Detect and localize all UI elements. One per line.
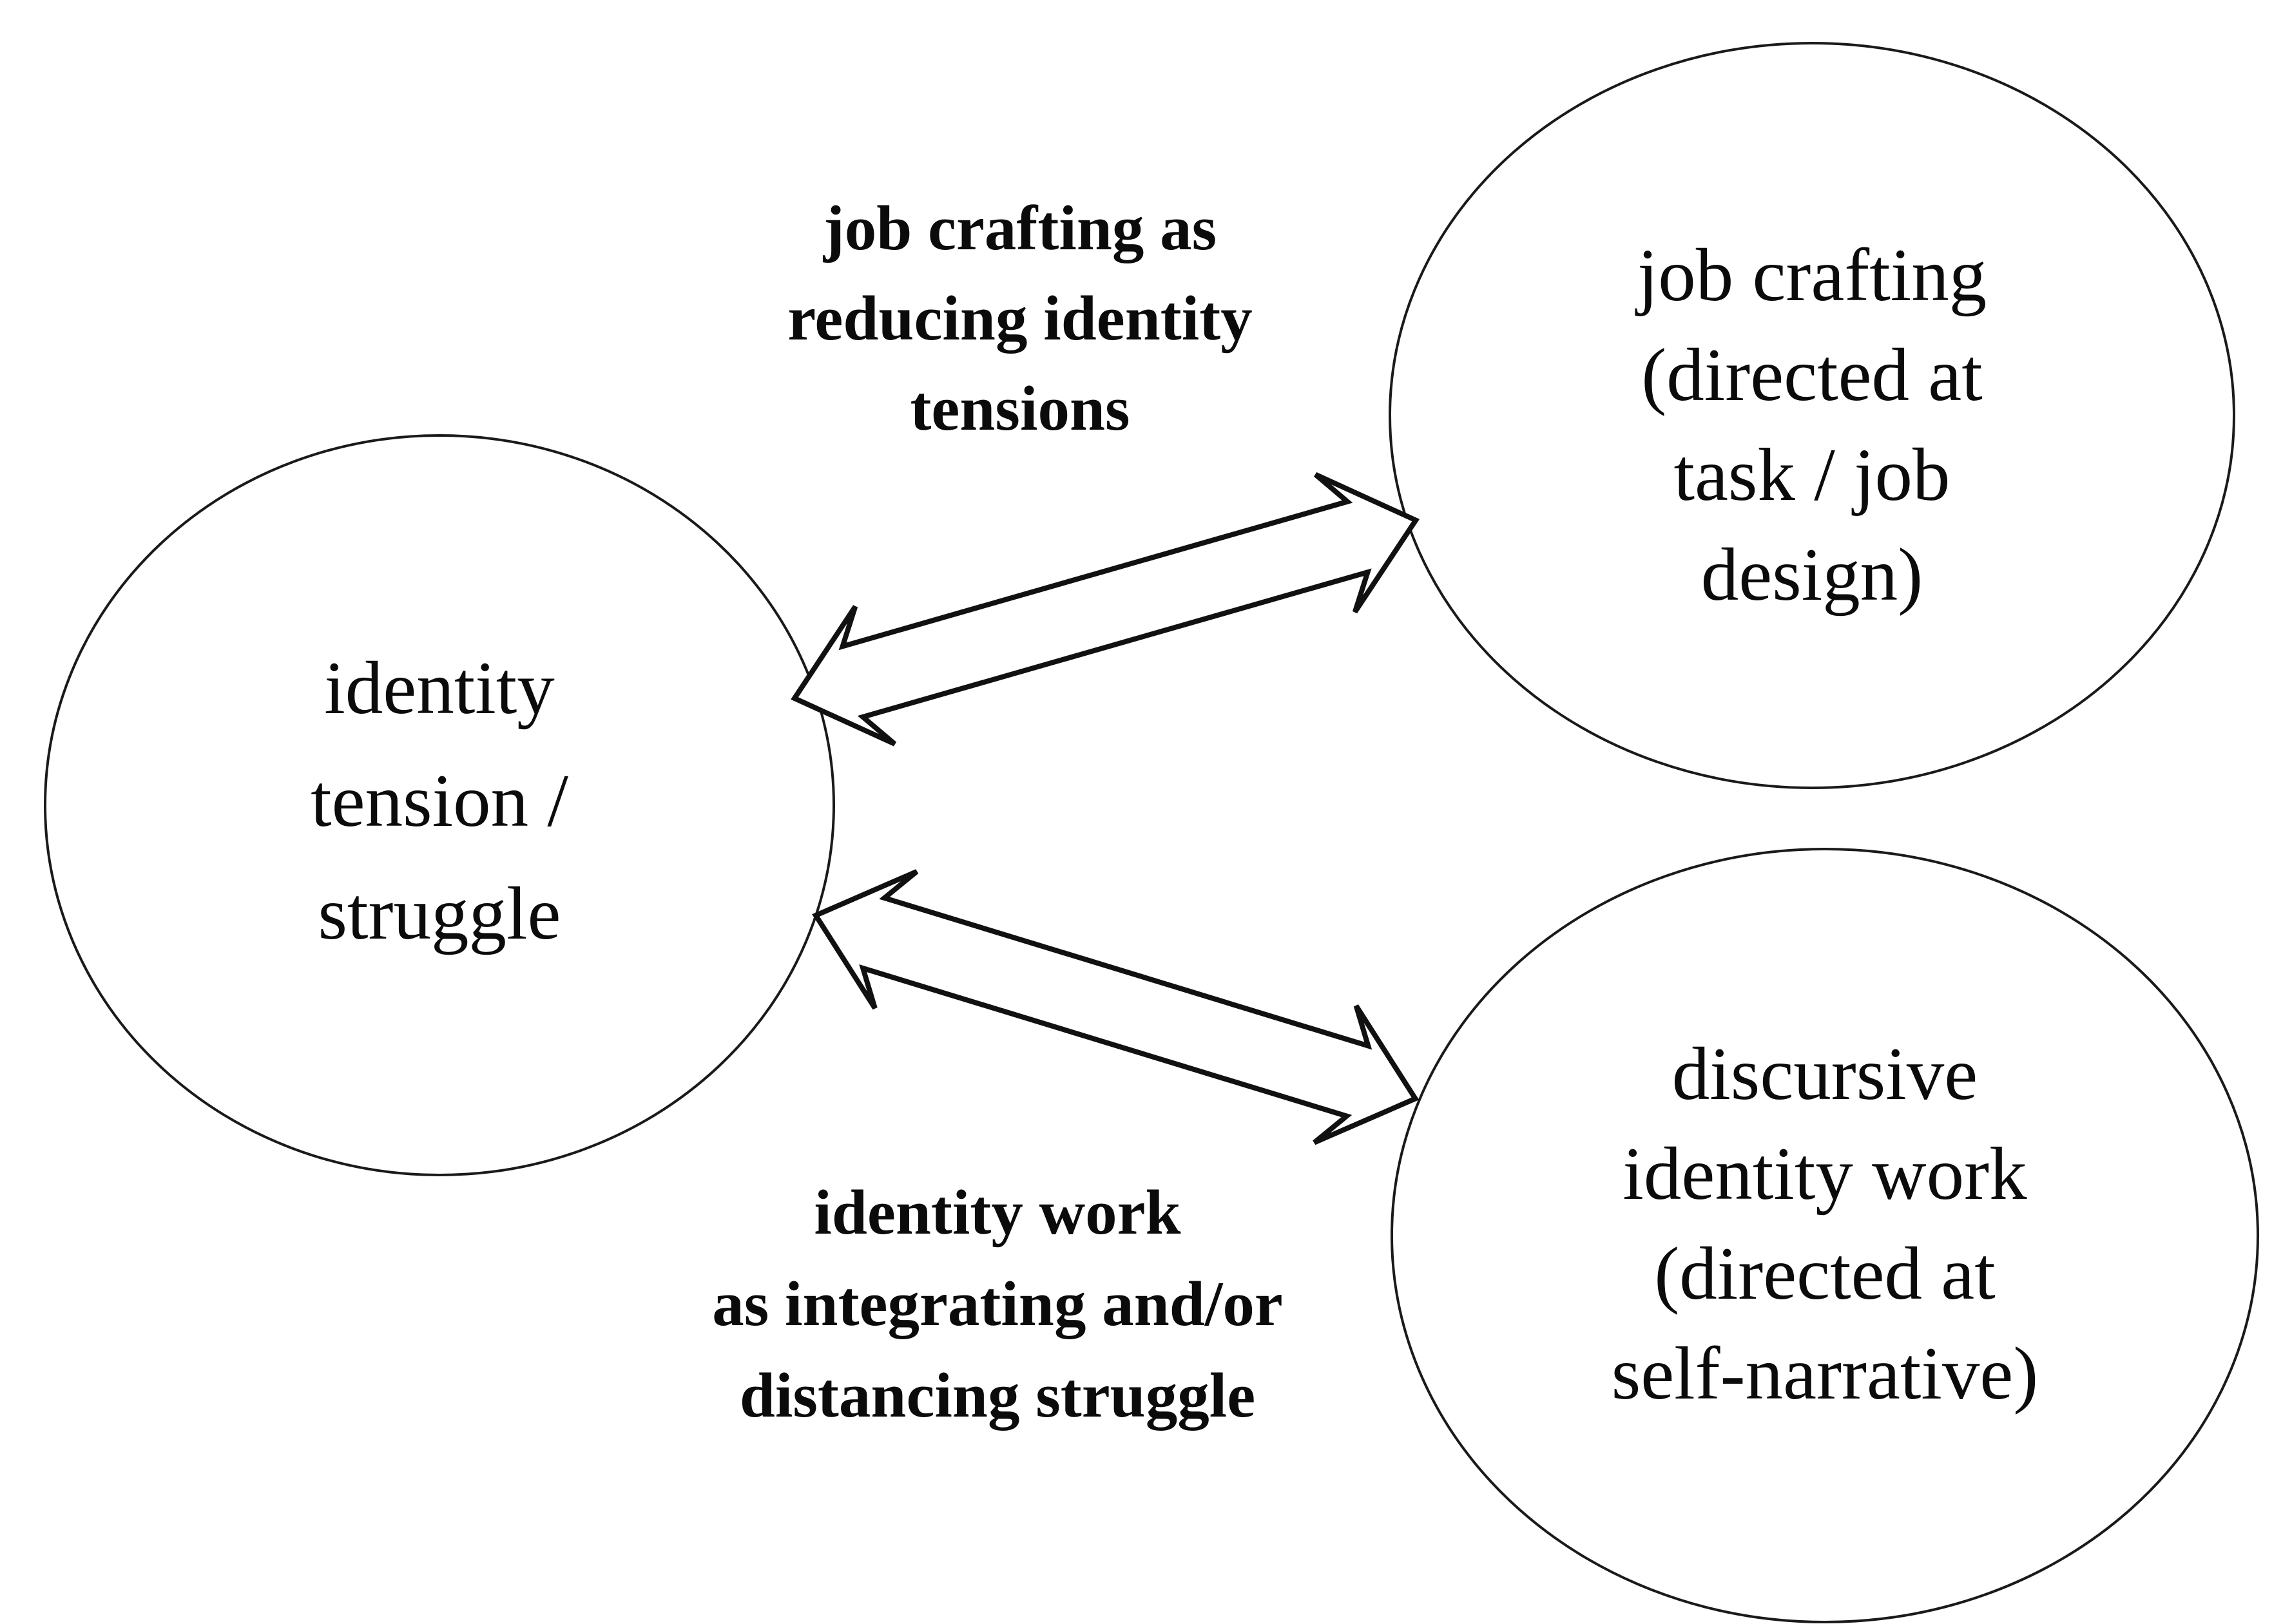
identity-tension-label: identity tension / struggle [311, 632, 568, 970]
job-crafting-label-line: task / job [1673, 434, 1950, 517]
bottom-double-arrow [812, 869, 1420, 1145]
bottom-arrow-label-line: identity work [814, 1178, 1181, 1248]
identity-tension-label-line: struggle [318, 872, 561, 955]
bottom-arrow-label: identity work as integrating and/or dist… [712, 1167, 1283, 1442]
identity-tension-label-line: identity [324, 647, 555, 730]
job-crafting-label: job crafting (directed at task / job des… [1637, 225, 1987, 625]
identity-tension-label-line: tension / [311, 759, 568, 843]
discursive-identity-work-label-line: self-narrative) [1611, 1332, 2039, 1415]
top-arrow-label-line: reducing identity [787, 283, 1253, 354]
job-crafting-label-line: design) [1700, 533, 1923, 616]
discursive-identity-work-label-line: identity work [1623, 1132, 2027, 1216]
job-crafting-circle [1389, 42, 2235, 789]
discursive-identity-work-label-line: discursive [1671, 1033, 1978, 1116]
top-arrow-label: job crafting as reducing identity tensio… [787, 184, 1252, 454]
discursive-identity-work-label: discursive identity work (directed at se… [1612, 1024, 2039, 1424]
top-arrow-label-line: tensions [910, 374, 1130, 444]
discursive-identity-work-circle [1391, 848, 2259, 1623]
bottom-arrow-label-line: as integrating and/or [712, 1269, 1283, 1339]
top-arrow-label-line: job crafting as [823, 193, 1217, 263]
bottom-arrow-label-line: distancing struggle [739, 1361, 1256, 1431]
discursive-identity-work-label-line: (directed at [1654, 1232, 1996, 1315]
top-double-arrow [791, 472, 1420, 747]
identity-tension-circle [44, 434, 835, 1176]
job-crafting-label-line: (directed at [1641, 334, 1983, 417]
job-crafting-label-line: job crafting [1637, 234, 1987, 317]
